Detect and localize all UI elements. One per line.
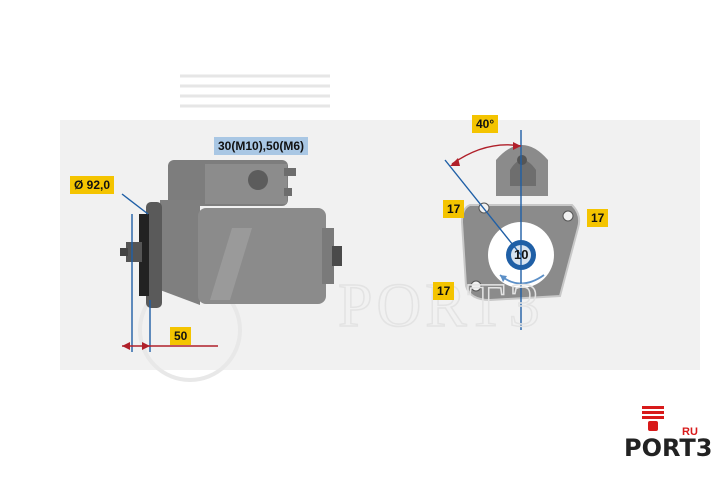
port3-logo	[642, 406, 664, 431]
motor-end-stud	[332, 246, 342, 266]
logo-wordmark: PORT3	[624, 434, 713, 462]
pinion-shaft	[126, 242, 142, 262]
starter-side-view	[120, 160, 342, 308]
teeth-count-label: 10	[514, 247, 529, 262]
flange-edge	[139, 214, 149, 296]
bolt-size-top-left-label: 17	[443, 200, 465, 218]
bolt-size-right-label: 17	[587, 209, 609, 227]
terminal-stud-1	[284, 168, 296, 176]
bolt-hole-bottom-left	[470, 280, 482, 292]
logo-region-suffix: RU	[682, 426, 698, 438]
diameter-label: Ø 92,0	[70, 176, 115, 194]
solenoid-cap	[205, 164, 287, 204]
terminal-bolt	[248, 170, 268, 190]
angle-label: 40°	[472, 115, 499, 133]
front-top-hole	[517, 155, 527, 165]
side-dimensions	[121, 193, 218, 352]
bolt-hole-right	[562, 210, 574, 222]
front-top-slot	[510, 160, 536, 186]
offset-label: 50	[170, 327, 192, 345]
pinion-tip	[120, 248, 128, 256]
motor-endcap	[322, 228, 334, 284]
terminal-spec-label: 30(M10),50(M6)	[214, 137, 309, 155]
terminal-stud-2	[284, 188, 292, 196]
drive-housing	[160, 200, 200, 305]
front-dimensions	[444, 130, 522, 330]
bolt-size-bottom-left-label: 17	[433, 282, 455, 300]
mounting-flange	[146, 202, 162, 308]
piston-icon	[642, 406, 664, 431]
watermark-stripes	[180, 74, 330, 108]
watermark-slash	[210, 228, 252, 300]
